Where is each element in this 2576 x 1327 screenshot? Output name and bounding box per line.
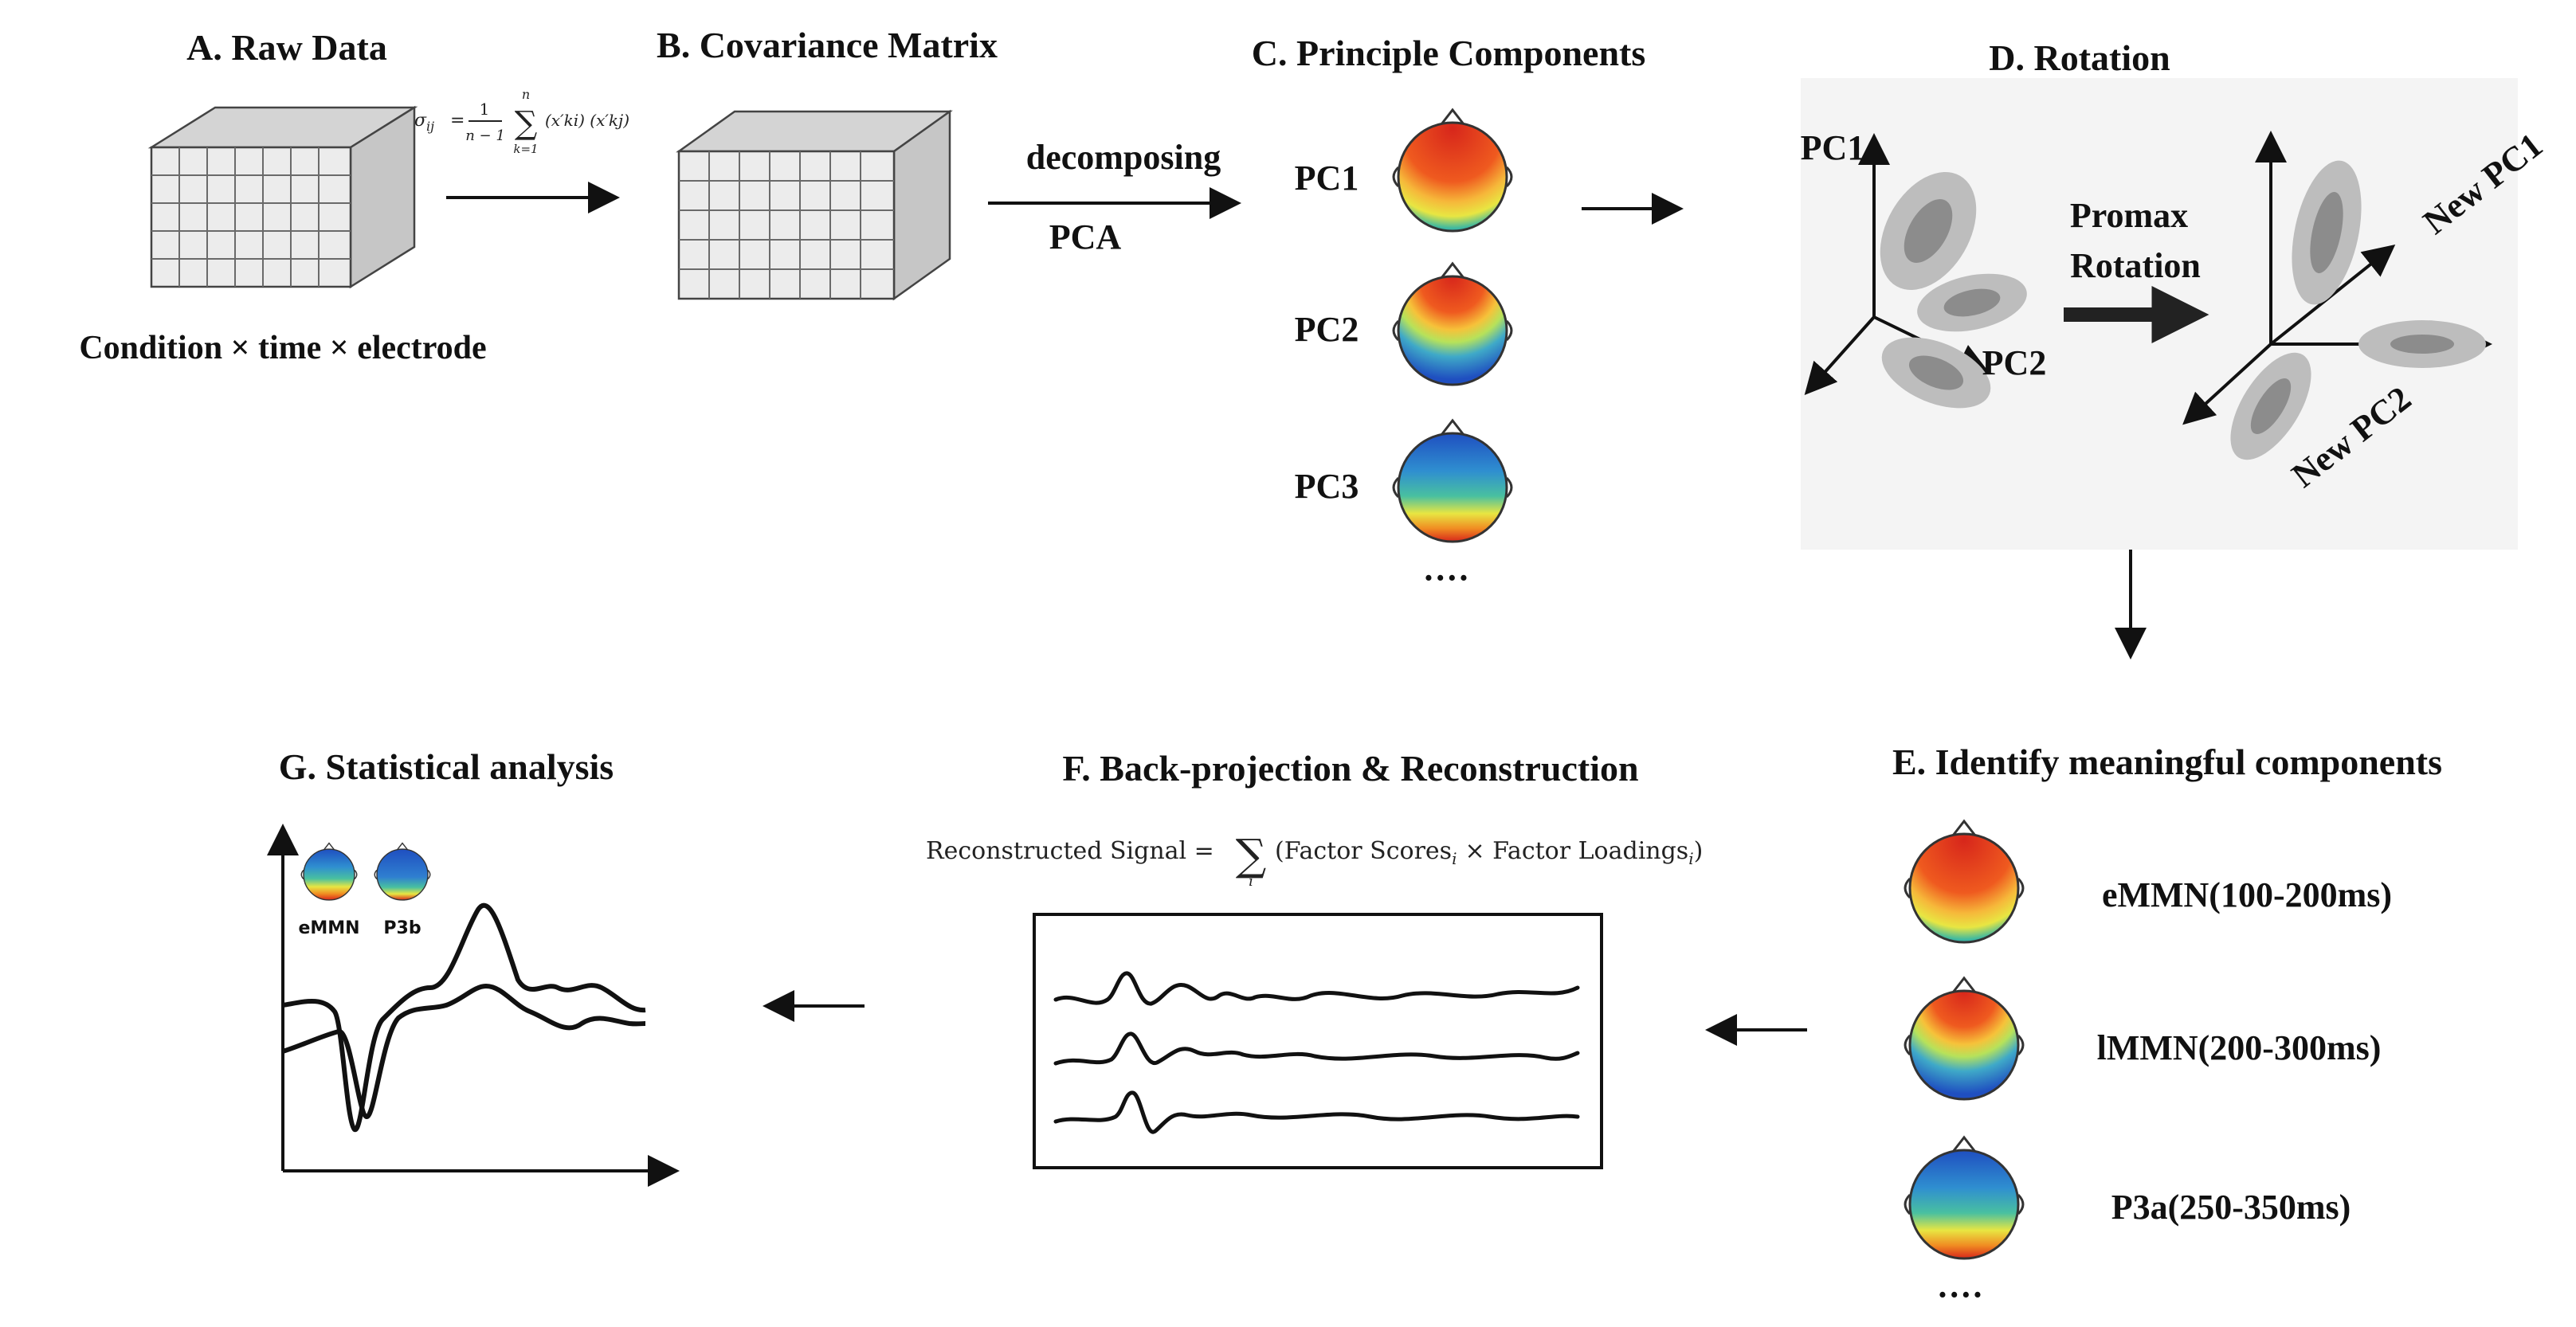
component-emmn-label: eMMN(100-200ms) bbox=[2102, 875, 2392, 914]
svg-text:n: n bbox=[522, 87, 530, 102]
svg-text:(Factor Scoresi× Factor Loadin: (Factor Scoresi× Factor Loadingsi) bbox=[1275, 837, 1703, 868]
scalp-topomap-icon bbox=[300, 842, 358, 901]
rotated-axes bbox=[2182, 131, 2492, 460]
more-components: ···· bbox=[1937, 1275, 1984, 1314]
svg-text:∑: ∑ bbox=[515, 105, 538, 142]
more-components: ···· bbox=[1423, 558, 1470, 597]
pc1-label: PC1 bbox=[1295, 159, 1359, 198]
panel-e-title: E. Identify meaningful components bbox=[1892, 742, 2442, 782]
stat-axes bbox=[267, 824, 680, 1187]
pc2-label: PC2 bbox=[1295, 310, 1359, 349]
svg-text:∑: ∑ bbox=[1236, 830, 1267, 880]
svg-text:i: i bbox=[1249, 873, 1253, 890]
panel-a-caption: Condition × time × electrode bbox=[79, 330, 486, 366]
panel-c-title: C. Principle Components bbox=[1252, 33, 1646, 73]
topomap-label-p3b: P3b bbox=[383, 918, 421, 938]
svg-text:k=1: k=1 bbox=[513, 142, 538, 156]
panel-d-title: D. Rotation bbox=[1989, 37, 2170, 78]
panel-b-title: B. Covariance Matrix bbox=[657, 25, 998, 65]
svg-text:=: = bbox=[450, 111, 465, 131]
scalp-topomap-icon bbox=[1392, 261, 1513, 386]
svg-text:(x′ki) (x′kj): (x′ki) (x′kj) bbox=[545, 111, 629, 130]
panel-g-title: G. Statistical analysis bbox=[279, 746, 614, 787]
scalp-topomap-icon bbox=[374, 842, 431, 901]
rotation-method-line1: Promax bbox=[2070, 196, 2188, 235]
covariance-formula: σij = 1 n − 1 ∑ n k=1 (x′ki) (x′kj) bbox=[414, 87, 629, 156]
reconstructed-signals-box bbox=[1033, 913, 1603, 1169]
component-lmmn-label: lMMN(200-300ms) bbox=[2097, 1028, 2382, 1067]
panel-a-title: A. Raw Data bbox=[186, 27, 387, 68]
pc2-axis-label: PC2 bbox=[1982, 343, 2047, 382]
pc3-label: PC3 bbox=[1295, 467, 1359, 506]
data-cube-icon bbox=[676, 109, 953, 301]
erp-waveforms bbox=[282, 902, 646, 1133]
arrow-label-decomposing: decomposing bbox=[1026, 138, 1221, 177]
reconstruction-formula: Reconstructed Signal = ∑ i (Factor Score… bbox=[926, 830, 1703, 890]
svg-text:Reconstructed Signal =: Reconstructed Signal = bbox=[926, 837, 1214, 865]
rotation-method-line2: Rotation bbox=[2070, 246, 2201, 285]
svg-text:n − 1: n − 1 bbox=[465, 127, 505, 144]
reconstructed-waveforms bbox=[1053, 971, 1580, 1134]
scalp-topomap-icon bbox=[1904, 819, 2025, 944]
arrow-label-pca: PCA bbox=[1049, 217, 1122, 256]
svg-text:σij: σij bbox=[414, 111, 434, 134]
scalp-topomap-icon bbox=[1392, 418, 1513, 543]
panel-f-title: F. Back-projection & Reconstruction bbox=[1062, 748, 1638, 789]
original-axes bbox=[1804, 133, 2027, 409]
pc1-axis-label: PC1 bbox=[1801, 128, 1865, 167]
topomap-label-emmn: eMMN bbox=[298, 918, 359, 938]
scalp-topomap-icon bbox=[1392, 108, 1513, 233]
scalp-topomap-icon bbox=[1904, 976, 2025, 1101]
component-p3a-label: P3a(250-350ms) bbox=[2111, 1188, 2351, 1227]
data-cube-icon bbox=[147, 105, 418, 289]
svg-text:1: 1 bbox=[480, 100, 490, 119]
scalp-topomap-icon bbox=[1904, 1135, 2025, 1260]
